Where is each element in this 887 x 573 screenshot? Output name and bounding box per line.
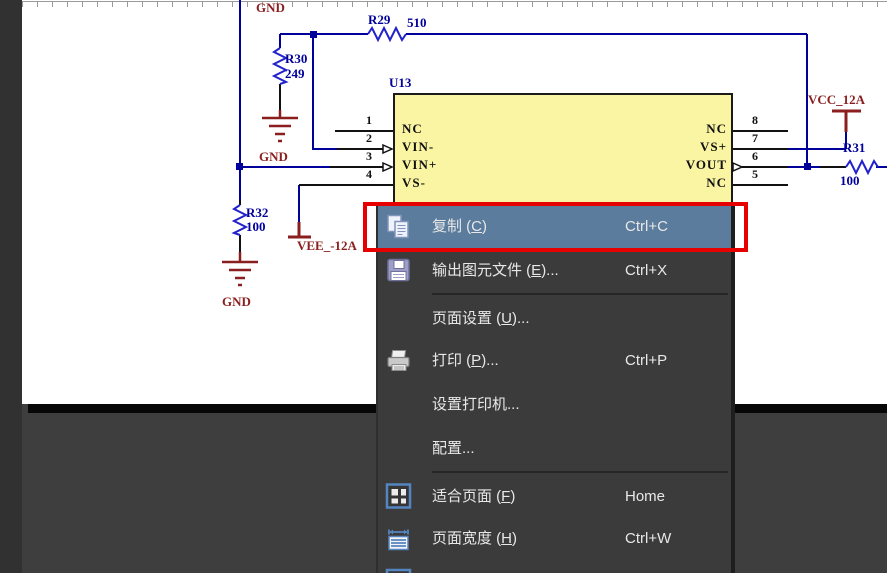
menu-item-print[interactable]: 打印 (P)... Ctrl+P <box>378 339 731 383</box>
menu-item-configure[interactable]: 配置... <box>432 440 475 457</box>
r32-designator[interactable]: R32 <box>246 205 269 220</box>
pin-name-vs-plus: VS+ <box>699 139 727 154</box>
pin-number-4: 4 <box>366 167 372 181</box>
editor-left-margin <box>0 0 22 573</box>
r32-value[interactable]: 100 <box>246 219 266 234</box>
menu-item-page-setup[interactable]: 页面设置 (U)... <box>432 310 530 327</box>
shortcut-ctrl-c: Ctrl+C <box>625 218 668 235</box>
pin-name-vout: VOUT <box>685 157 727 172</box>
r31-designator[interactable]: R31 <box>843 140 866 155</box>
pin-number-6: 6 <box>752 149 758 163</box>
menu-item-printer-setup[interactable]: 设置打印机... <box>432 396 520 413</box>
pin-number-7: 7 <box>752 131 758 145</box>
copy-icon <box>385 214 412 241</box>
pin-name-nc1: NC <box>402 121 423 136</box>
sheet-ruler <box>22 1 887 7</box>
pin-name-vin-minus: VIN- <box>402 139 435 154</box>
pin-name-vs-minus: VS- <box>402 175 426 190</box>
pin-name-nc8: NC <box>706 121 727 136</box>
shortcut-ctrl-w: Ctrl+W <box>625 530 672 547</box>
shortcut-ctrl-x: Ctrl+X <box>625 262 668 279</box>
menu-item-fit-page[interactable]: 适合页面 (F) Home <box>378 475 731 517</box>
net-label-gnd-top: GND <box>256 0 285 15</box>
r30-designator[interactable]: R30 <box>285 51 308 66</box>
net-label-vee: VEE_-12A <box>297 238 357 253</box>
pin-number-3: 3 <box>366 149 372 163</box>
shortcut-ctrl-p: Ctrl+P <box>625 352 668 369</box>
menu-item-page-width[interactable]: 页面宽度 (H) Ctrl+W <box>378 517 731 561</box>
pin-number-8: 8 <box>752 113 758 127</box>
net-label-gnd-bottom: GND <box>222 294 251 309</box>
net-label-vcc: VCC_12A <box>808 92 866 107</box>
pin-name-nc5: NC <box>706 175 727 190</box>
net-label-gnd-mid: GND <box>259 149 288 164</box>
context-menu: 复制 (C) Ctrl+C 输出图元文件 (E)... Ctrl+X 页面设置 … <box>376 203 735 573</box>
r30-value[interactable]: 249 <box>285 66 305 81</box>
page-width-icon <box>385 526 412 553</box>
r31-value[interactable]: 100 <box>840 173 860 188</box>
pin-name-vin-plus: VIN+ <box>402 157 438 172</box>
save-icon <box>385 257 412 284</box>
shortcut-home: Home <box>625 488 666 505</box>
partial-icon <box>385 565 412 573</box>
u13-designator[interactable]: U13 <box>389 75 412 90</box>
menu-item-partial[interactable] <box>378 561 731 573</box>
fit-page-icon <box>385 483 412 510</box>
printer-icon <box>385 348 412 375</box>
pin-number-2: 2 <box>366 131 372 145</box>
component-u13-body[interactable] <box>393 93 733 205</box>
pin-number-1: 1 <box>366 113 372 127</box>
menu-separator <box>432 293 728 295</box>
menu-separator <box>432 471 728 473</box>
pin-number-5: 5 <box>752 167 758 181</box>
menu-item-export-metafile[interactable]: 输出图元文件 (E)... Ctrl+X <box>378 249 731 291</box>
r29-designator[interactable]: R29 <box>368 12 391 27</box>
menu-item-copy[interactable]: 复制 (C) Ctrl+C <box>378 205 731 249</box>
r29-value[interactable]: 510 <box>407 15 427 30</box>
